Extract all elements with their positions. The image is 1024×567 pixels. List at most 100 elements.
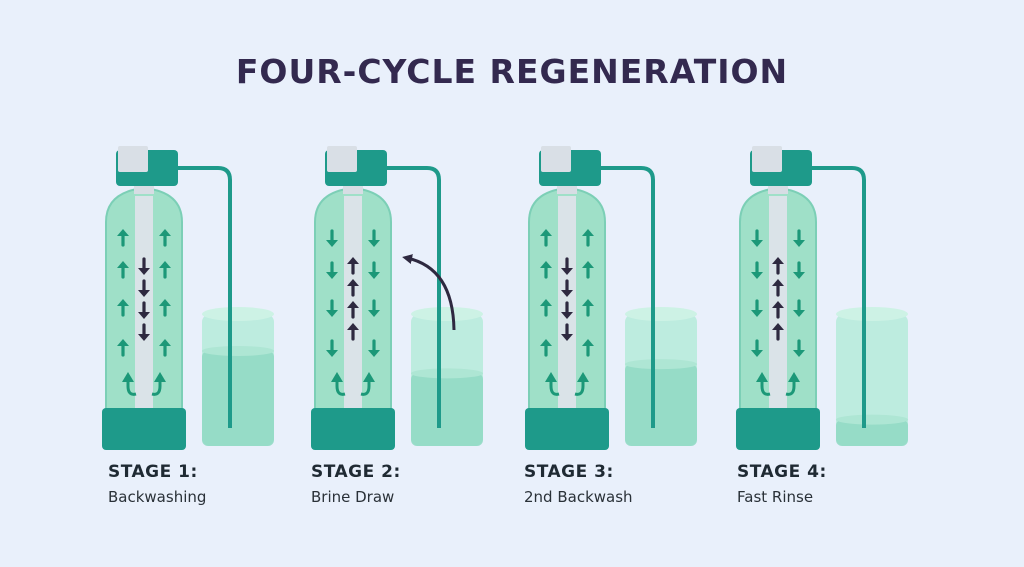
stage-4-brine-tank	[836, 314, 908, 446]
stage-2-brine-pipe	[385, 166, 441, 428]
stage-2-tank-group	[311, 146, 483, 450]
stage-3-brine-pipe	[599, 166, 655, 428]
stage-2-outer-arrow-right-2-head	[368, 272, 380, 279]
stage-1-valve-cap	[118, 146, 148, 172]
stage-2-brine-surface	[411, 368, 483, 379]
stage-4-valve-cap	[752, 146, 782, 172]
stage-1-inner-arrow-2-head	[138, 290, 150, 297]
stage-3-label: STAGE 3:	[524, 462, 614, 482]
stage-4-inner-arrow-1-head	[772, 257, 784, 264]
stage-4-outer-arrow-right-1-head	[793, 240, 805, 247]
stage-3-curl-right	[574, 376, 585, 396]
stage-4-outer-arrow-left-3-head	[751, 310, 763, 317]
stage-4-outer-arrow-right-4-head	[793, 350, 805, 357]
stage-2-inner-arrow-1-head	[347, 257, 359, 264]
stage-2-outer-arrow-right-3-head	[368, 310, 380, 317]
stage-3-outer-arrow-left-3-head	[540, 299, 552, 306]
stage-2-curl-left	[335, 376, 346, 396]
stage-3-caption: STAGE 3: 2nd Backwash	[524, 462, 633, 506]
stage-4-outer-arrow-right-3-head	[793, 310, 805, 317]
stage-1-outer-arrow-right-4-head	[159, 339, 171, 346]
stage-1-outer-arrow-right-3-head	[159, 299, 171, 306]
stage-4-brine-surface	[836, 414, 908, 425]
stage-2-valve-cap	[327, 146, 357, 172]
stage-4-tank-group	[736, 146, 908, 450]
stage-2-outer-arrow-left-4-head	[326, 350, 338, 357]
stage-4-brine-water	[836, 419, 908, 446]
stage-4-outer-arrow-left-2-head	[751, 272, 763, 279]
stage-4-inner-arrow-4-head	[772, 323, 784, 330]
stage-2-curl-right	[360, 376, 371, 396]
stage-3-outer-arrow-right-4-head	[582, 339, 594, 346]
stage-1-label: STAGE 1:	[108, 462, 198, 482]
stage-4-caption: STAGE 4: Fast Rinse	[737, 462, 827, 506]
stage-2-outer-arrow-right-1-head	[368, 240, 380, 247]
stage-3-outer-arrow-right-1-head	[582, 229, 594, 236]
stage-2-outer-arrow-right-4-head	[368, 350, 380, 357]
stage-4-label: STAGE 4:	[737, 462, 827, 482]
stage-4-inner-arrow-2-head	[772, 279, 784, 286]
stage-3-outer-arrow-right-3-head	[582, 299, 594, 306]
stage-3-valve-cap	[541, 146, 571, 172]
stage-3-brine-water	[625, 364, 697, 446]
stage-1-caption: STAGE 1: Backwashing	[108, 462, 206, 506]
stage-1-tank-base	[102, 408, 186, 450]
stage-2-inner-arrow-2-head	[347, 279, 359, 286]
stage-3-outer-arrow-right-2-head	[582, 261, 594, 268]
stage-2-brine-tank-rim	[411, 307, 483, 321]
stage-2-caption: STAGE 2: Brine Draw	[311, 462, 401, 506]
stage-4-curl-right	[785, 376, 796, 396]
stage-3-tank-base	[525, 408, 609, 450]
stage-1-curl-left	[126, 376, 137, 396]
stage-1-outer-arrow-left-4-head	[117, 339, 129, 346]
stage-1-inner-arrow-1-head	[138, 268, 150, 275]
stage-1-brine-pipe	[176, 166, 232, 428]
stage-1-outer-arrow-right-2-head	[159, 261, 171, 268]
stage-2-inner-arrow-4-head	[347, 323, 359, 330]
stage-2-outer-arrow-left-2-head	[326, 272, 338, 279]
stage-4-outer-arrow-left-1-head	[751, 240, 763, 247]
stage-4-tank-base	[736, 408, 820, 450]
stage-3-brine-surface	[625, 359, 697, 370]
stage-1-outer-arrow-left-3-head	[117, 299, 129, 306]
stage-3-inner-arrow-1-head	[561, 268, 573, 275]
stage-2-outer-arrow-left-1-head	[326, 240, 338, 247]
stage-3-curl-right-head	[577, 372, 589, 382]
stage-2-description: Brine Draw	[311, 488, 395, 506]
stage-4-curl-left-head	[756, 372, 768, 382]
stage-4-outer-arrow-right-2-head	[793, 272, 805, 279]
stage-2-curl-right-head	[363, 372, 375, 382]
stage-3-description: 2nd Backwash	[524, 488, 633, 506]
stage-1-outer-arrow-right-1-head	[159, 229, 171, 236]
stage-1-curl-left-head	[122, 372, 134, 382]
stage-1-inner-arrow-4-head	[138, 334, 150, 341]
stage-3-inner-arrow-4-head	[561, 334, 573, 341]
stage-2-brine-water	[411, 373, 483, 446]
stage-2-tank-base	[311, 408, 395, 450]
stage-1-brine-surface	[202, 345, 274, 356]
stage-4-curl-right-head	[788, 372, 800, 382]
stage-4-description: Fast Rinse	[737, 488, 814, 506]
stage-3-inner-arrow-2-head	[561, 290, 573, 297]
stage-1-description: Backwashing	[108, 488, 207, 506]
stage-1-brine-tank-rim	[202, 307, 274, 321]
stage-1-outer-arrow-left-2-head	[117, 261, 129, 268]
stage-3-brine-tank-rim	[625, 307, 697, 321]
stage-4-inner-arrow-3-head	[772, 301, 784, 308]
stage-3-inner-arrow-3-head	[561, 312, 573, 319]
diagram-title: FOUR-CYCLE REGENERATION	[235, 52, 789, 91]
stage-4-outer-arrow-left-4-head	[751, 350, 763, 357]
stage-2-curl-left-head	[331, 372, 343, 382]
stage-3-curl-left	[549, 376, 560, 396]
stage-3-tank-group	[525, 146, 697, 450]
stage-1-tank-group	[102, 146, 274, 450]
stage-2-inner-arrow-3-head	[347, 301, 359, 308]
stage-2-brine-draw-arrow	[402, 254, 456, 331]
stage-4-brine-pipe	[810, 166, 866, 428]
stage-1-inner-arrow-3-head	[138, 312, 150, 319]
stage-3-outer-arrow-left-4-head	[540, 339, 552, 346]
stage-1-outer-arrow-left-1-head	[117, 229, 129, 236]
stage-1-brine-water	[202, 350, 274, 446]
